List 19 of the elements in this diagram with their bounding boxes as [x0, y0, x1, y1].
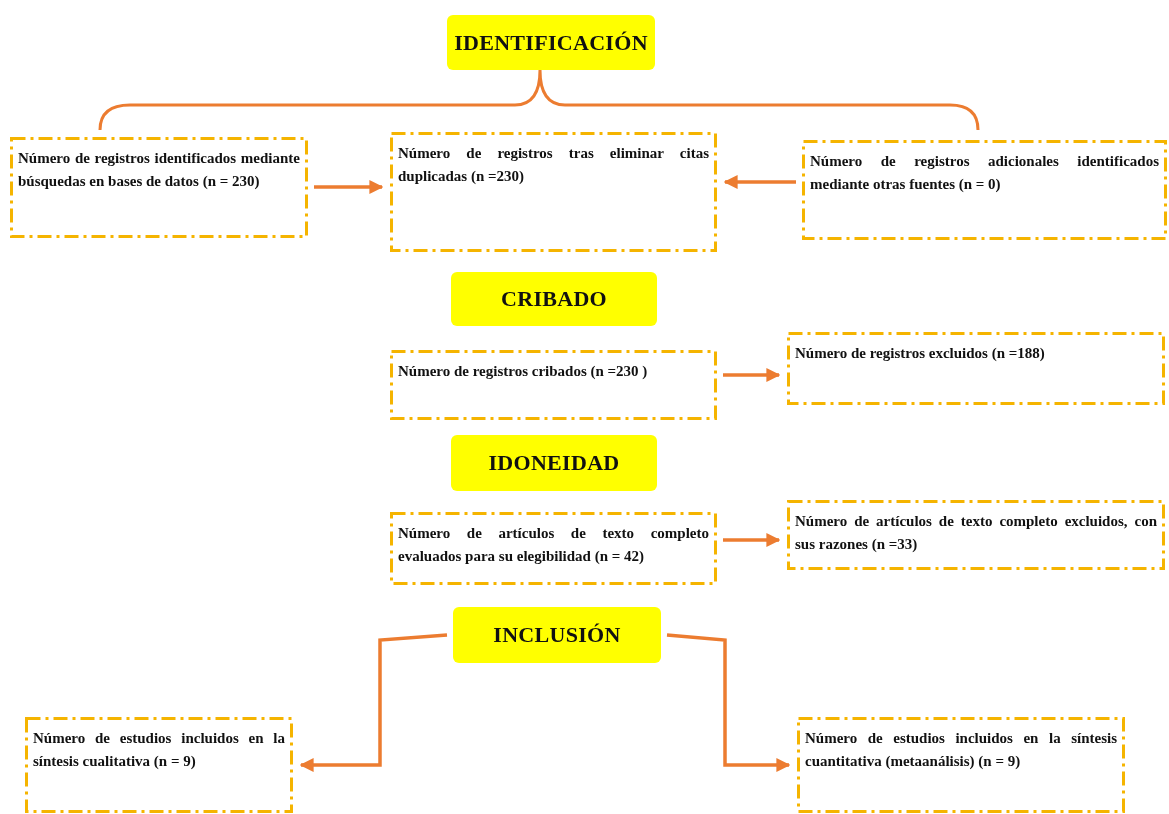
stage-label: IDONEIDAD — [451, 435, 657, 491]
stage-label: IDENTIFICACIÓN — [447, 15, 655, 70]
process-box: Número de artículos de texto completo evaluados para su elegibilidad (n = 42) — [390, 512, 717, 585]
process-box: Número de estudios incluidos en la síntesis cuantitativa (metaanálisis) (n = 9) — [797, 717, 1125, 813]
process-box: Número de registros adicionales identificados mediante otras fuentes (n = 0) — [802, 140, 1167, 240]
arrow — [723, 368, 781, 382]
process-box: Número de estudios incluidos en la síntesis cualitativa (n = 9) — [25, 717, 293, 813]
process-box: Número de registros identificados mediante búsquedas en bases de datos (n = 230) — [10, 137, 308, 238]
arrow — [723, 533, 781, 547]
stage-label: CRIBADO — [451, 272, 657, 326]
process-box: Número de registros cribados (n =230 ) — [390, 350, 717, 420]
process-box: Número de registros excluidos (n =188) — [787, 332, 1165, 405]
process-box: Número de registros tras eliminar citas duplicadas (n =230) — [390, 132, 717, 252]
arrow — [666, 633, 791, 772]
arrow — [723, 175, 796, 189]
arrow — [299, 633, 448, 772]
arrow — [314, 180, 384, 194]
stage-label: INCLUSIÓN — [453, 607, 661, 663]
process-box: Número de artículos de texto completo excluidos, con sus razones (n =33) — [787, 500, 1165, 570]
